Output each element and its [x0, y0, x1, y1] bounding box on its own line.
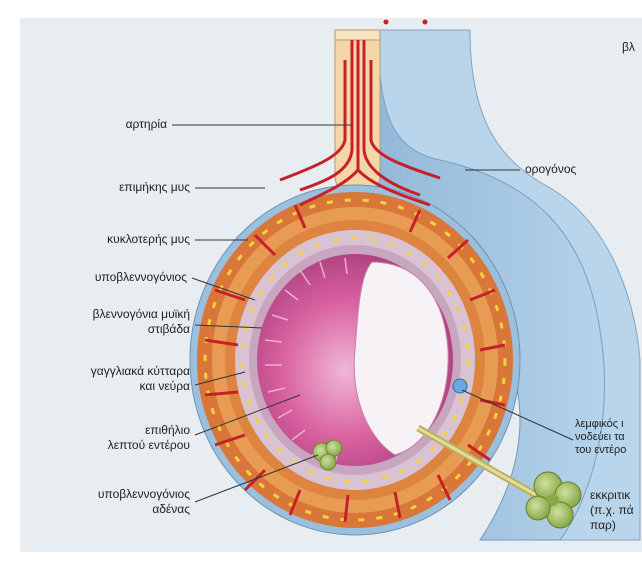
label-ganglion-cells-line2: και νεύρα: [91, 379, 190, 394]
label-serosa: ορογόνος: [525, 162, 576, 177]
label-ganglion-cells: γαγγλιακά κύτταρα και νεύρα: [91, 364, 190, 394]
label-circular-muscle: κυκλοτερής μυς: [107, 232, 190, 247]
label-lymph-line3: του εντέρο: [575, 444, 626, 457]
label-top-right: βλ: [622, 40, 635, 55]
label-muscularis-mucosae: βλεννογόνια μυϊκή στιβάδα: [93, 307, 190, 337]
label-lymph-line2: νοδεύει τα: [575, 431, 626, 444]
label-epithelium: επιθήλιο λεπτού εντέρου: [108, 423, 190, 453]
label-lymph-line1: λεμφικός ι: [575, 418, 626, 431]
label-submucosa: υποβλεννογόνιος: [95, 270, 187, 285]
vessel-dot: [423, 20, 428, 25]
label-submucosal-gland-line1: υποβλεννογόνιος: [98, 487, 190, 502]
label-lymph: λεμφικός ι νοδεύει τα του εντέρο: [575, 418, 626, 457]
label-artery: αρτηρία: [126, 117, 167, 132]
label-submucosal-gland: υποβλεννογόνιος αδένας: [98, 487, 190, 517]
label-ganglion-cells-line1: γαγγλιακά κύτταρα: [91, 364, 190, 379]
label-epithelium-line1: επιθήλιο: [108, 423, 190, 438]
label-longitudinal-muscle: επιμήκης μυς: [119, 180, 190, 195]
label-exocrine-line3: παρ): [590, 518, 634, 533]
label-exocrine: εκκριτικ (π.χ. πά παρ): [590, 488, 634, 533]
vessel-dot: [384, 20, 389, 25]
label-exocrine-line2: (π.χ. πά: [590, 503, 634, 518]
label-epithelium-line2: λεπτού εντέρου: [108, 438, 190, 453]
label-muscularis-mucosae-line1: βλεννογόνια μυϊκή: [93, 307, 190, 322]
label-exocrine-line1: εκκριτικ: [590, 488, 634, 503]
label-muscularis-mucosae-line2: στιβάδα: [93, 322, 190, 337]
label-submucosal-gland-line2: αδένας: [98, 502, 190, 517]
stalk-top: [335, 30, 380, 40]
